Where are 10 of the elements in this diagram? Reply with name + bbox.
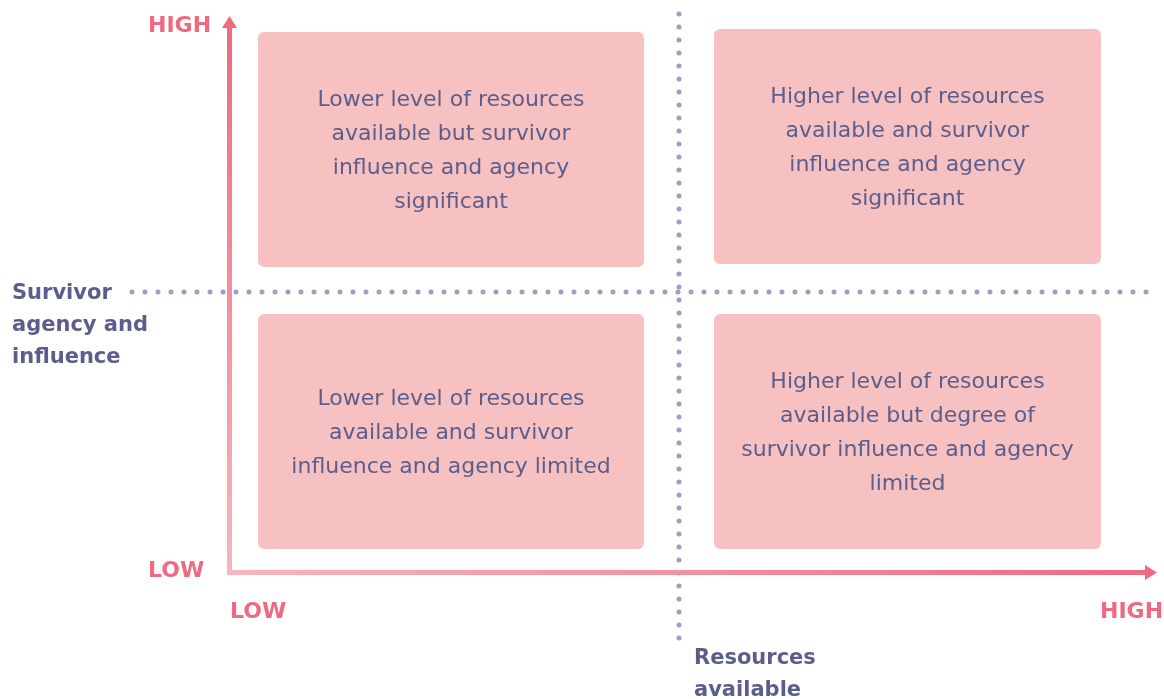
quadrant-box: Lower level of resources available but survivor influence and agency significant	[258, 32, 644, 267]
quadrant-box: Higher level of resources available but degree of survivor influence and agency limited	[714, 314, 1101, 549]
axis-title: Survivor agency and influence	[12, 279, 149, 370]
axis-level-label: HIGH	[148, 11, 213, 39]
axis-level-label: LOW	[230, 597, 288, 625]
quadrant-box: Lower level of resources available and survivor influence and agency limited	[258, 314, 644, 549]
axis-title: Resources available	[694, 644, 817, 699]
axis-level-label: LOW	[148, 556, 206, 584]
axis-level-label: HIGH	[1100, 597, 1164, 625]
quadrant-box: Higher level of resources available and survivor influence and agency significant	[714, 29, 1101, 264]
